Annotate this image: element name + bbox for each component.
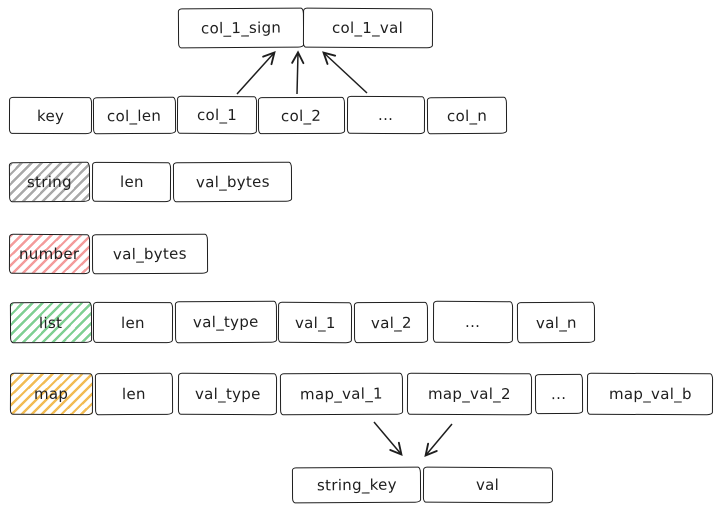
box-string-key-label: string_key: [316, 475, 397, 495]
box-col-ellipsis-label: ...: [378, 106, 394, 124]
box-col-2: col_2: [257, 96, 346, 135]
box-key: key: [8, 96, 93, 135]
box-col-ellipsis: ...: [346, 95, 426, 135]
box-col-len-label: col_len: [107, 106, 162, 125]
box-col-1-sign: col_1_sign: [177, 7, 305, 49]
box-map-val-type: val_type: [177, 372, 278, 416]
box-col-1-val: col_1_val: [302, 7, 434, 49]
box-string-type-label: string: [26, 172, 73, 192]
box-string-val-bytes-label: val_bytes: [195, 172, 270, 192]
box-map-val-b-label: map_val_b: [608, 384, 692, 404]
box-col-n-label: col_n: [446, 106, 488, 125]
box-map-val-type-label: val_type: [194, 384, 261, 404]
box-col-len: col_len: [92, 96, 177, 135]
box-number-type-label: number: [19, 245, 80, 263]
box-map-ellipsis: ...: [534, 373, 584, 415]
box-number-type: number: [8, 233, 91, 275]
arrow-col1-to-detail-right: [322, 51, 368, 94]
box-map-val-1-label: map_val_1: [300, 384, 383, 404]
box-map-type-label: map: [34, 384, 69, 403]
box-col-1-val-label: col_1_val: [332, 18, 404, 37]
box-list-val-n: val_n: [516, 301, 596, 344]
box-list-len: len: [92, 301, 174, 344]
box-col-1-sign-label: col_1_sign: [200, 18, 282, 38]
box-map-val-2-label: map_val_2: [428, 385, 511, 403]
box-number-val-bytes-label: val_bytes: [113, 244, 187, 264]
box-list-len-label: len: [121, 313, 145, 332]
box-col-1-label: col_1: [196, 105, 238, 125]
box-list-val-2: val_2: [353, 301, 429, 344]
box-list-val-type: val_type: [174, 300, 278, 344]
box-list-ellipsis: ...: [432, 300, 514, 344]
box-map-len-label: len: [122, 384, 146, 404]
box-col-1: col_1: [176, 95, 258, 135]
box-string-len-label: len: [119, 173, 144, 191]
box-list-val-type-label: val_type: [193, 312, 259, 332]
arrow-col1-to-detail-left: [236, 51, 276, 95]
box-list-val-1: val_1: [277, 301, 353, 344]
box-map-ellipsis-label: ...: [551, 384, 567, 404]
box-col-2-label: col_2: [281, 106, 322, 125]
box-list-val-2-label: val_2: [370, 313, 412, 332]
box-map-val-2: map_val_2: [406, 372, 533, 416]
box-map-type: map: [9, 372, 94, 416]
box-string-val-bytes: val_bytes: [172, 161, 293, 203]
box-entry-val: val: [422, 466, 554, 504]
arrow-mapval2-to-entry: [424, 423, 453, 458]
box-string-type: string: [8, 161, 91, 203]
box-list-ellipsis-label: ...: [465, 313, 481, 331]
box-number-val-bytes: val_bytes: [91, 233, 209, 275]
box-map-val-1: map_val_1: [279, 372, 404, 416]
box-col-n: col_n: [426, 96, 508, 135]
box-map-val-b: map_val_b: [586, 372, 714, 416]
box-entry-val-label: val: [476, 475, 500, 494]
box-map-len: len: [94, 372, 174, 416]
box-string-key: string_key: [291, 466, 422, 504]
box-list-val-n-label: val_n: [535, 313, 577, 332]
box-string-len: len: [91, 161, 172, 203]
arrow-col1-to-detail-mid: [291, 50, 305, 95]
box-list-val-1-label: val_1: [294, 313, 336, 332]
arrow-mapval1-to-entry: [373, 421, 403, 457]
box-list-type-label: list: [39, 313, 63, 332]
box-list-type: list: [9, 301, 93, 344]
box-key-label: key: [36, 106, 65, 125]
